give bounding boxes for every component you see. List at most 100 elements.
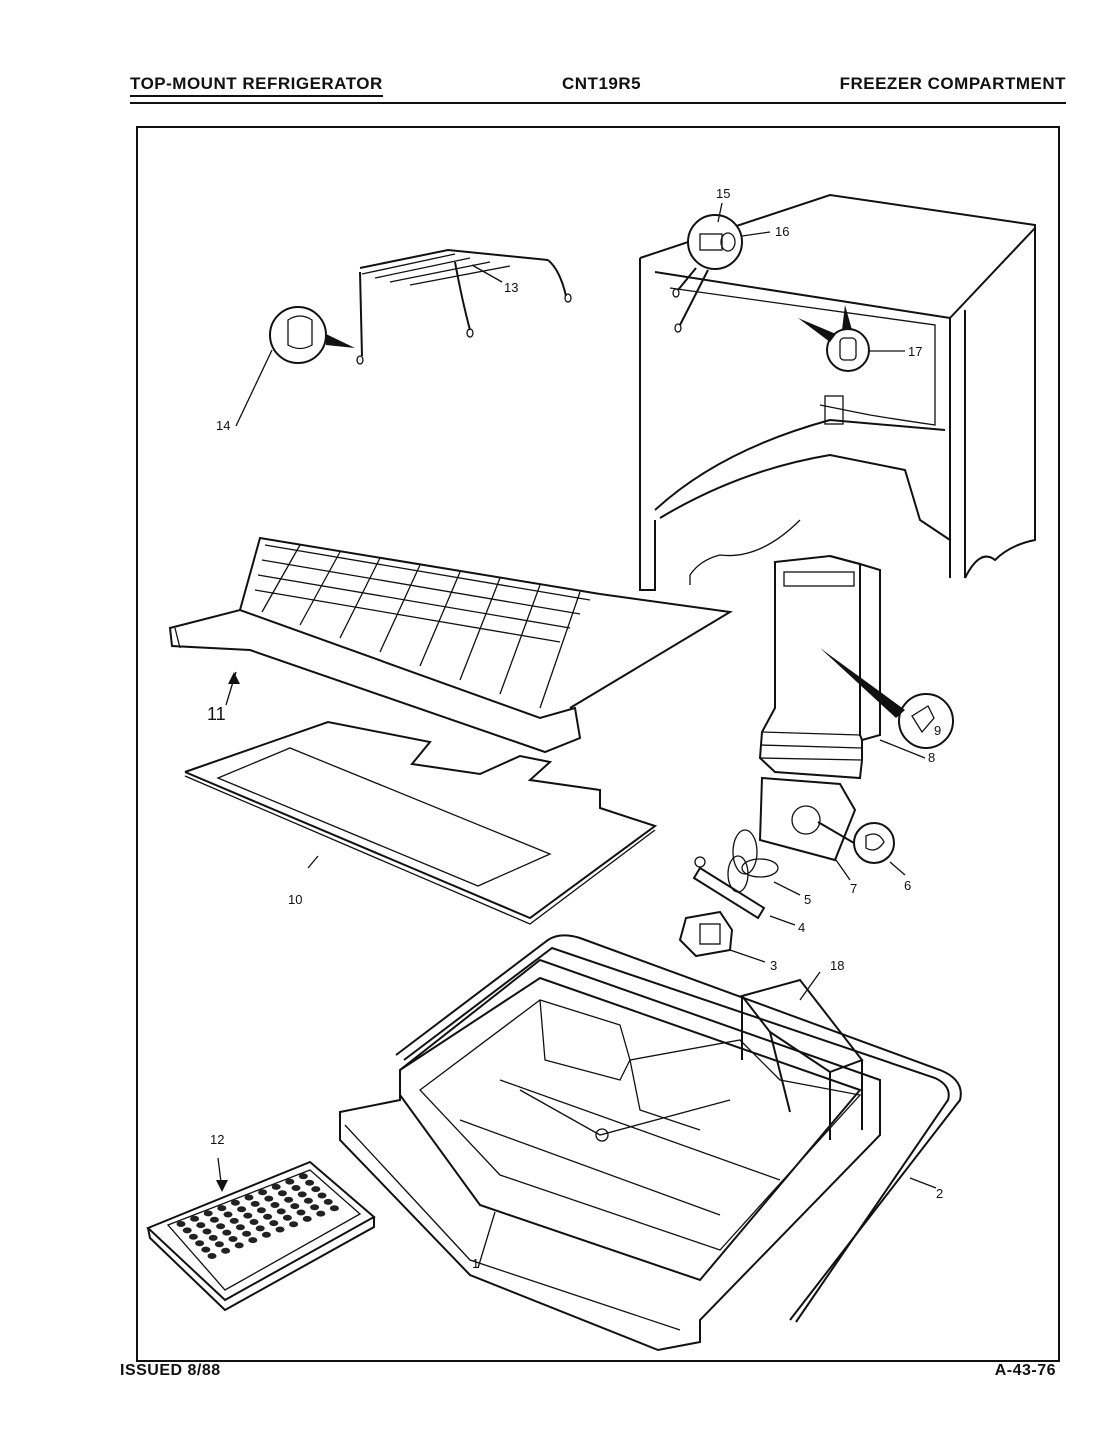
ice-cube-cell [284,1196,294,1203]
ice-cube-cell [242,1230,252,1237]
part-5-fan [727,829,801,896]
part-1-base-pan [339,958,881,1352]
ice-cube-cell [188,1233,198,1240]
ice-cube-cell [298,1173,308,1180]
ice-cube-cell [190,1215,200,1222]
ice-cube-cell [316,1210,326,1217]
ice-cube-cell [256,1207,266,1214]
part-9-detail [820,648,954,749]
callout-16: 16 [775,224,789,239]
ice-cube-cell [269,1220,279,1227]
part-7-plate [758,776,857,881]
ice-cube-cell [311,1186,321,1193]
ice-cube-cell [248,1237,258,1244]
part-13-shelf [356,248,572,365]
ice-cube-cell [214,1241,224,1248]
callout-8: 8 [928,750,935,765]
callout-4: 4 [798,920,805,935]
ice-cube-cell [285,1178,295,1185]
part-2-gasket [395,934,962,1323]
callout-17: 17 [908,344,922,359]
callout-6: 6 [904,878,911,893]
part-18-cover [740,971,864,1140]
callout-15: 15 [716,186,730,201]
ice-cube-cell [223,1211,233,1218]
ice-cube-cell [317,1192,327,1199]
ice-cube-cell [255,1225,265,1232]
callout-10: 10 [288,892,302,907]
part-14-detail [235,306,355,427]
ice-cube-cell [323,1198,333,1205]
freezer-cabinet [639,193,1036,591]
ice-cube-cell [235,1224,245,1231]
ice-cube-cell [222,1229,232,1236]
ice-cube-cell [302,1215,312,1222]
ice-cube-cell [275,1226,285,1233]
ice-cube-cell [209,1216,219,1223]
ice-cube-cell [229,1217,239,1224]
callout-12: 12 [210,1132,224,1147]
ice-cube-cell [297,1191,307,1198]
ice-cube-cell [261,1231,271,1238]
ice-cube-cell [176,1221,186,1227]
ice-cube-cell [228,1236,238,1242]
ice-cube-cell [221,1247,231,1254]
callout-9: 9 [934,723,941,738]
ice-cube-cell [270,1202,280,1208]
ice-cube-cell [195,1240,205,1247]
part-17-detail [798,305,905,372]
ice-cube-cell [196,1222,206,1229]
ice-cube-cell [277,1190,287,1197]
part-15-16-detail [672,202,771,333]
part-4-bracket [692,856,796,926]
ice-cube-cell [329,1205,339,1212]
ice-cube-cell [264,1195,274,1202]
ice-cube-cell [289,1221,299,1228]
callout-7: 7 [850,881,857,896]
ice-cube-cell [237,1206,247,1213]
model-number: CNT19R5 [562,74,642,93]
callout-1: 1 [472,1256,479,1271]
ice-cube-cell [271,1183,281,1190]
ice-cube-cell [216,1223,226,1230]
ice-cube-cell [249,1219,259,1225]
part-10-panel [184,720,658,925]
ice-cube-cell [244,1194,254,1201]
ice-cube-cell [290,1203,300,1210]
ice-cube-cell [203,1210,213,1217]
ice-cube-cell [202,1228,212,1235]
header-title: TOP-MOUNT REFRIGERATOR [130,74,383,97]
ice-cube-cell [243,1212,253,1219]
ice-cube-cell [258,1189,268,1196]
ice-cube-cell [201,1246,211,1253]
callout-18: 18 [830,958,844,973]
ice-cube-cell [282,1214,292,1221]
callout-3: 3 [770,958,777,973]
ice-cube-cell [208,1234,218,1241]
part-3-motor [678,910,766,963]
ice-cube-cell [291,1185,301,1191]
ice-cube-cell [305,1179,315,1186]
section-title: FREEZER COMPARTMENT [839,74,1066,93]
ice-cube-cell [296,1209,306,1216]
issue-date: ISSUED 8/88 [120,1362,221,1379]
part-12-ice-tray [146,1157,376,1312]
callout-11: 11 [207,704,226,724]
ice-cube-cell [182,1227,192,1234]
callout-2: 2 [936,1186,943,1201]
ice-cube-cell [207,1253,217,1259]
part-8-duct [758,554,926,780]
ice-cube-cell [263,1213,273,1220]
ice-cube-cell [303,1197,313,1204]
ice-cube-cell [234,1242,244,1249]
part-11-wire-shelf [168,536,733,754]
header-rule [130,102,1066,104]
ice-cube-cell [217,1205,227,1212]
diagram-frame [136,126,1060,1362]
ice-cube-cell [310,1204,320,1211]
callout-5: 5 [804,892,811,907]
ice-tray-dimples [176,1173,339,1259]
ice-cube-cell [250,1200,260,1207]
callout-14: 14 [216,418,230,433]
